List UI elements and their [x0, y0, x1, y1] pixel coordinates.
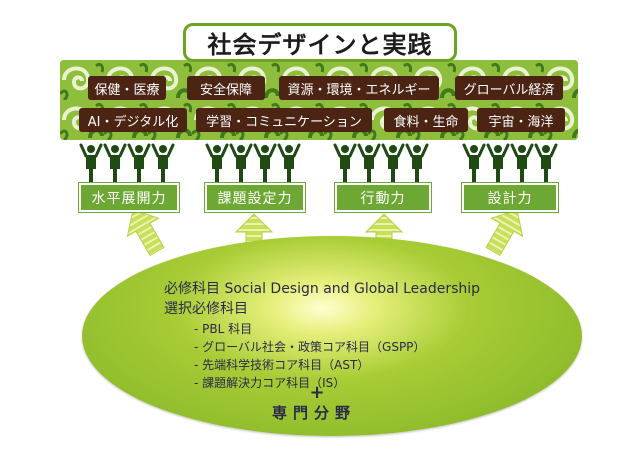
specialty-field: 専門分野	[272, 404, 357, 422]
people-group-1	[79, 143, 175, 183]
curriculum-ellipse	[82, 236, 582, 436]
topic-health: 保健・医療	[88, 76, 166, 100]
topic-security: 安全保障	[187, 76, 265, 100]
topic-economy: グローバル経済	[455, 76, 563, 100]
people-group-4	[462, 143, 558, 183]
page-title: 社会デザインと実践	[183, 23, 457, 62]
topic-learning: 学習・コミュニケーション	[196, 108, 372, 132]
skill-design: 設計力	[461, 182, 559, 213]
topic-food: 食料・生命	[384, 108, 468, 132]
skill-problem-setting: 課題設定力	[204, 182, 306, 213]
elective-item-pbl: - PBL 科目	[194, 322, 253, 336]
people-group-3	[333, 143, 429, 183]
skill-action: 行動力	[334, 182, 432, 213]
plus-icon: +	[309, 382, 325, 403]
required-course: 必修科目 Social Design and Global Leadership	[164, 281, 481, 297]
topic-ai: AI・デジタル化	[79, 108, 187, 132]
elective-item-ast: - 先端科学技術コア科目（AST）	[194, 358, 370, 372]
people-group-2	[205, 143, 301, 183]
arrow-up-icon	[126, 209, 165, 257]
people-icon	[333, 143, 429, 182]
skill-horizontal-expansion: 水平展開力	[78, 182, 180, 213]
elective-item-gspp: - グローバル社会・政策コア科目（GSPP）	[194, 340, 426, 354]
people-icon	[205, 143, 301, 182]
elective-required-label: 選択必修科目	[164, 301, 248, 317]
arrow-up-icon	[485, 209, 524, 257]
elective-item-is: - 課題解決力コア科目（IS）	[194, 376, 346, 390]
people-icon	[462, 143, 558, 182]
topic-resources: 資源・環境・エネルギー	[279, 76, 439, 100]
people-icon	[79, 143, 175, 182]
topic-space: 宇宙・海洋	[477, 108, 565, 132]
